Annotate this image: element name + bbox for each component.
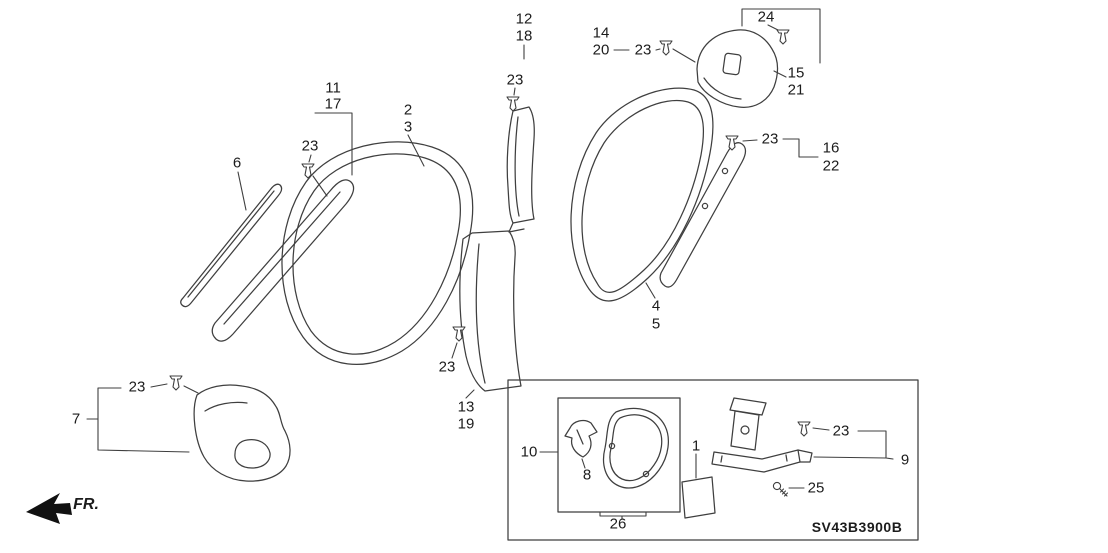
fr-direction-label: FR. [73, 496, 99, 513]
callout-15: 15 [787, 64, 805, 82]
callout-24: 24 [757, 8, 775, 26]
screw-icon [772, 481, 789, 497]
callout-19: 19 [457, 415, 475, 433]
callout-26: 26 [609, 515, 627, 533]
callout-11: 11 [325, 79, 341, 97]
callout-17: 17 [324, 95, 342, 113]
callout-23-cowl: 23 [128, 378, 146, 396]
part-shapes [180, 29, 919, 541]
clip-icon [776, 29, 790, 45]
callout-23-b-lower: 23 [438, 358, 456, 376]
callout-23-c-pillar: 23 [634, 41, 652, 59]
part-6-garnish [180, 183, 283, 308]
part-8-clip [564, 419, 598, 458]
part-26-gasket [602, 407, 669, 489]
part-2-door-opening-trim [281, 141, 474, 366]
callout-23-bracket: 23 [832, 422, 850, 440]
part-9-bracket [711, 397, 813, 473]
part-11-garnish [211, 179, 355, 342]
clip-icon [301, 163, 315, 179]
assembly-inner-box [557, 397, 681, 513]
clip-icon [797, 421, 811, 437]
callout-25: 25 [807, 479, 825, 497]
callout-13: 13 [457, 398, 475, 416]
part-16-garnish [659, 142, 747, 288]
callout-23-rear-garnish: 23 [761, 130, 779, 148]
part-12-garnish [506, 106, 535, 224]
leader-lines [86, 8, 894, 520]
part-1-panel [681, 476, 716, 519]
callout-23-b-upper: 23 [506, 71, 524, 89]
callout-16: 16 [822, 139, 840, 157]
clip-icon [169, 375, 183, 391]
callout-22: 22 [822, 157, 840, 175]
part-7-trim [193, 384, 291, 482]
callout-9: 9 [900, 451, 910, 469]
callout-7: 7 [71, 410, 81, 428]
callout-6: 6 [232, 154, 242, 172]
callout-4: 4 [651, 297, 661, 315]
clip-icon [506, 96, 520, 112]
part-13-garnish [459, 230, 522, 392]
part-4-door-opening-trim [570, 87, 714, 302]
callout-3: 3 [403, 118, 413, 136]
part-14-garnish [696, 29, 779, 108]
fr-arrow-icon [26, 493, 72, 524]
callout-10: 10 [520, 443, 538, 461]
callout-12: 12 [515, 10, 533, 28]
callout-14: 14 [592, 24, 610, 42]
callout-20: 20 [592, 41, 610, 59]
callout-23-a-pillar: 23 [301, 137, 319, 155]
callout-5: 5 [651, 315, 661, 333]
callout-18: 18 [515, 27, 533, 45]
callout-1: 1 [691, 437, 701, 455]
callout-8: 8 [582, 466, 592, 484]
diagram-code: SV43B3900B [811, 519, 903, 535]
assembly-box [507, 379, 919, 541]
callout-2: 2 [403, 101, 413, 119]
callout-21: 21 [787, 81, 805, 99]
clip-icon [659, 40, 673, 56]
